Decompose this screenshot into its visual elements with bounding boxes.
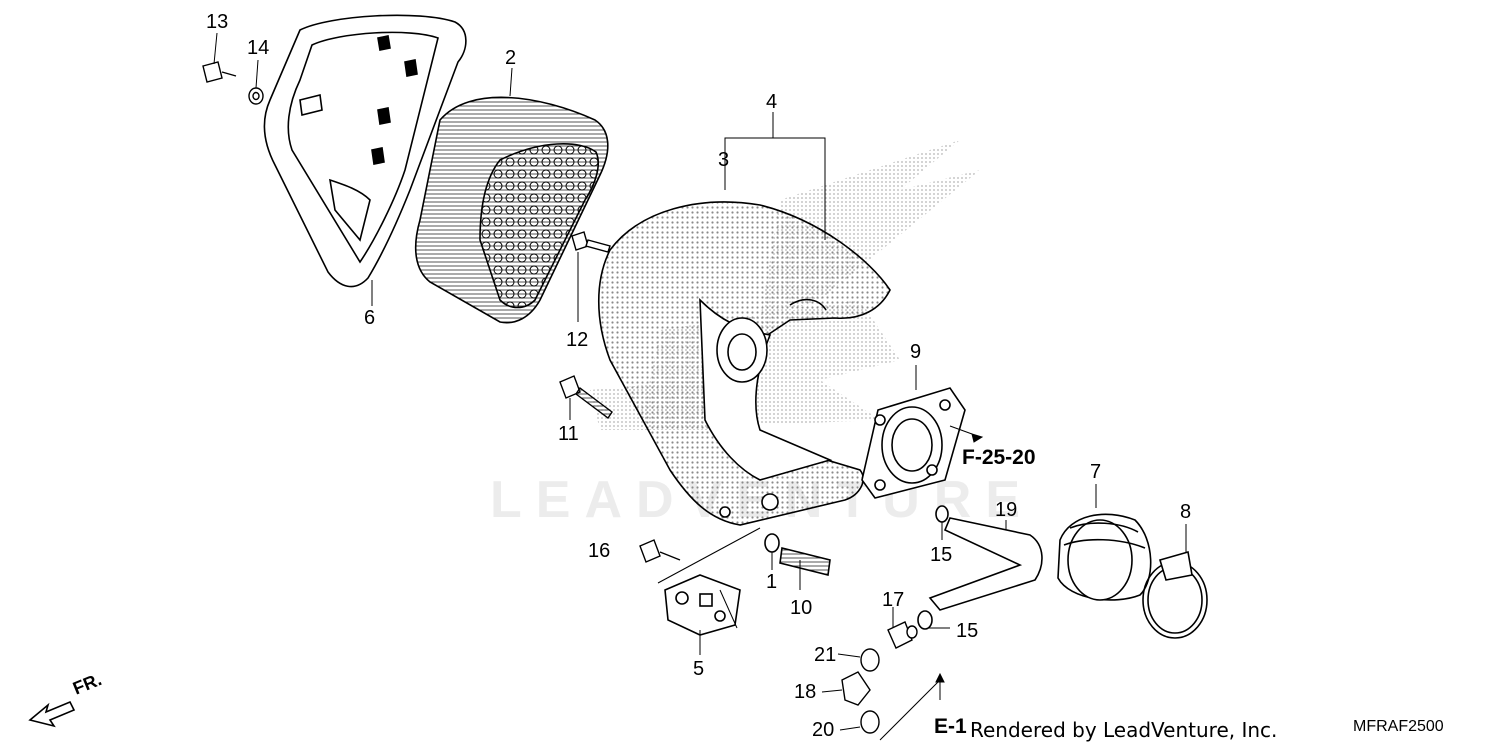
reference-e-1: E-1 <box>934 715 967 738</box>
drain-tube <box>764 533 831 576</box>
reference-f-25-20: F-25-20 <box>962 446 1036 469</box>
callout-19: 19 <box>995 499 1018 521</box>
callout-8: 8 <box>1180 501 1192 523</box>
callout-12: 12 <box>566 329 589 351</box>
callout-10: 10 <box>790 597 813 619</box>
callout-15-upper: 15 <box>930 544 953 566</box>
callout-9: 9 <box>910 341 922 363</box>
connecting-tube <box>1057 513 1152 601</box>
callout-5: 5 <box>693 658 705 680</box>
callout-14: 14 <box>247 37 270 59</box>
intake-flange <box>861 387 966 499</box>
drain-plate <box>664 574 741 636</box>
clip-20 <box>860 710 880 734</box>
cover-screw-13 <box>202 61 237 83</box>
breather-hose <box>917 505 1043 630</box>
air-cleaner-cover <box>263 14 467 288</box>
band-clamp <box>1142 550 1208 639</box>
washer-14 <box>248 87 264 105</box>
diagram-code: MFRAF2500 <box>1353 718 1444 735</box>
air-cleaner-case <box>598 201 891 526</box>
callout-16: 16 <box>588 540 611 562</box>
air-filter-element <box>414 96 609 324</box>
front-direction-arrow <box>28 700 76 728</box>
clip-21 <box>860 648 880 672</box>
callout-21: 21 <box>814 644 837 666</box>
callout-17: 17 <box>882 589 905 611</box>
callout-15-lower: 15 <box>956 620 979 642</box>
bolt-16 <box>639 539 681 563</box>
callout-13: 13 <box>206 11 229 33</box>
fitting-17 <box>887 621 918 649</box>
bolt-11 <box>559 375 613 420</box>
callout-3: 3 <box>718 149 730 171</box>
leader-lines <box>213 32 1187 741</box>
callout-6: 6 <box>364 307 376 329</box>
render-credit: Rendered by LeadVenture, Inc. <box>970 718 1278 742</box>
callout-18: 18 <box>794 681 817 703</box>
callout-2: 2 <box>505 47 517 69</box>
callout-20: 20 <box>812 719 835 741</box>
bolt-12 <box>571 231 611 253</box>
callout-4: 4 <box>766 91 778 113</box>
callout-11: 11 <box>558 423 579 445</box>
cap-18 <box>841 671 871 706</box>
callout-7: 7 <box>1090 461 1102 483</box>
callout-1: 1 <box>766 571 778 593</box>
reference-arrows <box>935 433 984 683</box>
